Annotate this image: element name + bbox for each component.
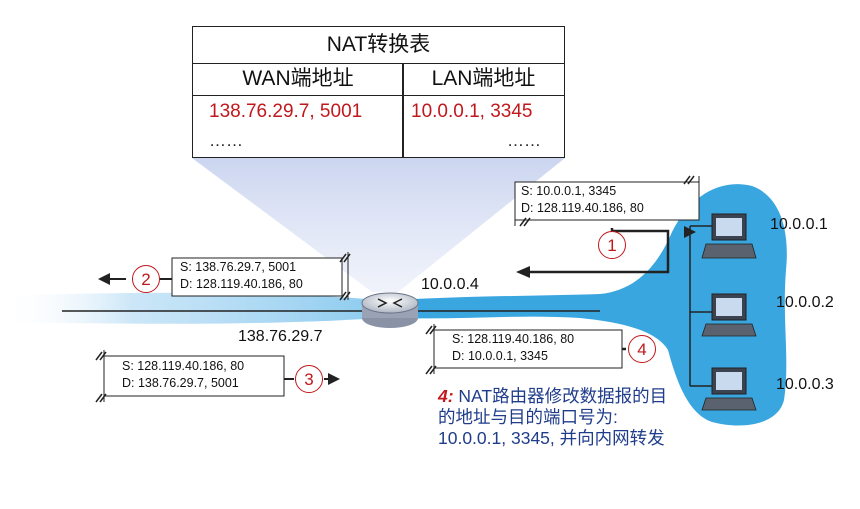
step-1-badge: 1: [598, 231, 626, 259]
host-computer-icon-1: [701, 213, 757, 259]
step-4-badge: 4: [628, 335, 656, 363]
explanation-text: NAT路由器修改数据报的目的地址与目的端口号为: 10.0.0.1, 3345,…: [438, 386, 668, 448]
host-computer-icon-2: [701, 293, 757, 337]
nat-table-cell: 138.76.29.7, 5001: [209, 101, 363, 122]
step-2-badge: 2: [132, 265, 160, 293]
nat-table-title: NAT转换表: [193, 27, 564, 64]
packet-3-label: S: 128.119.40.186, 80 D: 138.76.29.7, 50…: [122, 358, 244, 392]
packet-destination: D: 128.119.40.186, 80: [521, 201, 644, 215]
packet-4-box: [425, 324, 623, 375]
explanation-step: 4:: [438, 386, 454, 406]
packet-1-label: S: 10.0.0.1, 3345 D: 128.119.40.186, 80: [521, 183, 644, 217]
packet-3-box: [95, 350, 285, 403]
packet-2-box: [171, 252, 351, 301]
host-ip-2: 10.0.0.2: [776, 294, 834, 311]
packet-source: S: 128.119.40.186, 80: [452, 332, 575, 346]
nat-table-header-wan: WAN端地址: [193, 63, 403, 96]
nat-table-cell: ……: [209, 131, 243, 150]
nat-translation-table: NAT转换表 WAN端地址 LAN端地址 138.76.29.7, 5001 1…: [192, 26, 565, 158]
host-computer-icon-3: [701, 367, 757, 411]
packet-destination: D: 10.0.0.1, 3345: [452, 349, 548, 363]
step-4-explanation: 4: NAT路由器修改数据报的目的地址与目的端口号为: 10.0.0.1, 33…: [438, 386, 678, 449]
router-lan-ip: 10.0.0.4: [421, 276, 479, 293]
packet-2-label: S: 138.76.29.7, 5001 D: 128.119.40.186, …: [180, 259, 303, 293]
nat-table-header-lan: LAN端地址: [403, 63, 564, 96]
packet-source: S: 138.76.29.7, 5001: [180, 260, 297, 274]
wan-glow: [0, 292, 380, 324]
step-3-badge: 3: [295, 365, 323, 393]
host-ip-3: 10.0.0.3: [776, 376, 834, 393]
packet-destination: D: 128.119.40.186, 80: [180, 277, 303, 291]
nat-table-cell: ……: [507, 131, 541, 150]
router-wan-ip: 138.76.29.7: [238, 328, 323, 345]
packet-1-box: [514, 175, 700, 227]
packet-destination: D: 138.76.29.7, 5001: [122, 376, 239, 390]
packet-4-label: S: 128.119.40.186, 80 D: 10.0.0.1, 3345: [452, 331, 574, 365]
nat-router-icon: [361, 292, 419, 328]
host-ip-1: 10.0.0.1: [770, 216, 828, 233]
packet-1-path: [528, 228, 670, 274]
nat-table-cell: 10.0.0.1, 3345: [411, 101, 533, 122]
packet-source: S: 10.0.0.1, 3345: [521, 184, 617, 198]
nat-projection-beam: [192, 158, 565, 292]
packet-source: S: 128.119.40.186, 80: [122, 359, 245, 373]
